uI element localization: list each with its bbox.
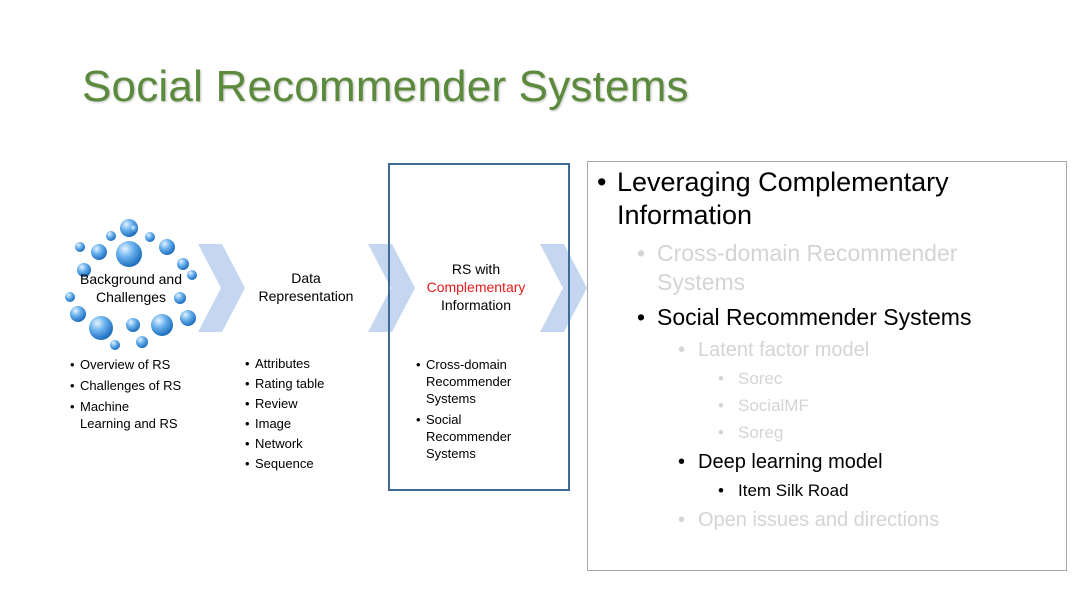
outline-item-soreg: Soreg (718, 422, 784, 444)
outline-item-deep: Deep learning model (678, 449, 883, 475)
stage-label-line: Representation (258, 288, 354, 304)
list-item: Rating table (245, 374, 375, 394)
list-item: Attributes (245, 354, 375, 374)
list-item: Challenges of RS (70, 377, 200, 394)
list-item: Cross-domain Recommender Systems (416, 356, 536, 407)
bubble-shape (151, 314, 173, 336)
bubble-shape (70, 306, 86, 322)
outline-item-open-issues: Open issues and directions (678, 507, 939, 533)
stage-bullets-data: Attributes Rating table Review Image Net… (245, 354, 375, 474)
chevron-arrow-2 (368, 244, 415, 332)
bubble-shape (180, 310, 196, 326)
outline-item-main: Leveraging Complementary Information (597, 166, 1037, 232)
stage-label-line: Data (291, 270, 321, 286)
bubble-shape (136, 336, 148, 348)
list-item: Review (245, 394, 375, 414)
bubble-shape (91, 244, 107, 260)
list-item: Machine Learning and RS (70, 398, 180, 432)
list-item: Sequence (245, 454, 375, 474)
bubble-cluster-icon (65, 219, 197, 350)
outline-item-latent: Latent factor model (678, 337, 869, 363)
list-item: Image (245, 414, 375, 434)
stage-bullets-complementary: Cross-domain Recommender Systems Social … (416, 356, 536, 466)
list-item: Social Recommender Systems (416, 411, 536, 462)
list-item: Network (245, 434, 375, 454)
slide-title: Social Recommender Systems (82, 62, 689, 111)
current-stage-highlight-box (388, 163, 570, 491)
chevron-arrow-3 (540, 244, 587, 332)
bubble-shape (110, 340, 120, 350)
bubble-shape (106, 231, 116, 241)
bubble-shape (75, 242, 85, 252)
list-item: Overview of RS (70, 356, 200, 373)
outline-item-item-silk-road: Item Silk Road (718, 480, 848, 502)
outline-item-sorec: Sorec (718, 368, 783, 390)
outline-item-social: Social Recommender Systems (637, 303, 971, 332)
stage-label-line-highlight: Complementary (426, 279, 526, 295)
stage-label-data: Data Representation (246, 269, 366, 305)
bubble-shape (116, 241, 142, 267)
bubble-shape (145, 232, 155, 242)
stage-label-background: Background and Challenges (72, 270, 190, 306)
chevron-arrow-1 (198, 244, 245, 332)
stage-label-line: Background and (80, 271, 182, 287)
bubble-shape (174, 292, 186, 304)
outline-item-socialmf: SocialMF (718, 395, 809, 417)
bubble-shape (159, 239, 175, 255)
bubble-shape (65, 292, 75, 302)
bubble-shape (77, 263, 91, 277)
stage-label-line: RS with (451, 261, 501, 277)
bubble-shape (89, 316, 113, 340)
bubble-shape (187, 270, 197, 280)
outline-item-cross-domain: Cross-domain Recommender Systems (637, 239, 1037, 297)
outline-tree: Leveraging Complementary Information Cro… (588, 162, 1066, 570)
bubble-shape (130, 225, 138, 233)
bubble-shape (177, 258, 189, 270)
stage-label-complementary: RS with Complementary Information (414, 260, 538, 314)
stage-label-line: Challenges (95, 289, 167, 305)
stage-bullets-background: Overview of RS Challenges of RS Machine … (70, 356, 200, 436)
outline-panel: Leveraging Complementary Information Cro… (587, 161, 1067, 571)
bubble-shape (126, 318, 140, 332)
stage-label-line: Information (440, 297, 512, 313)
